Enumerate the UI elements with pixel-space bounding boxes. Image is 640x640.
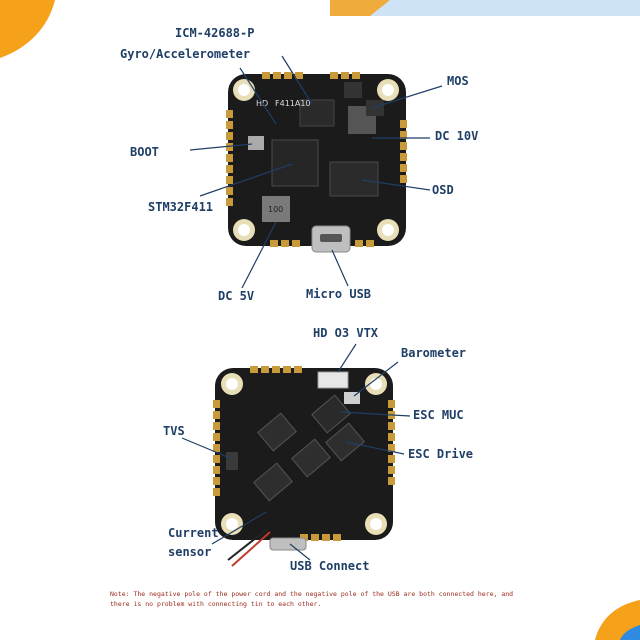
silk-hd: HD [256, 99, 268, 108]
label-mos: MOS [447, 74, 469, 88]
leader-current [211, 511, 267, 545]
bottom-board-components [226, 371, 365, 567]
label-usb: Micro USB [306, 287, 372, 301]
label-osd: OSD [432, 183, 454, 197]
label-esc-drive: ESC Drive [408, 447, 474, 461]
esc-mcu-chip [311, 394, 351, 434]
top-board-components [248, 82, 384, 253]
leader-mcu [199, 163, 293, 197]
usb-port-slot [320, 234, 342, 242]
label-dc10v: DC 10V [435, 129, 479, 143]
blue-bottom-corner [620, 625, 640, 640]
dc5v-inductor [262, 196, 290, 222]
label-gyro: Gyro/Accelerometer [120, 47, 251, 61]
imu-chip [299, 99, 335, 127]
label-tvs: TVS [163, 424, 185, 438]
label-baro: Barometer [401, 346, 467, 360]
esc-driver-3 [253, 462, 293, 502]
leader-esc-drive [345, 441, 405, 455]
silk-inductor: 100 [268, 205, 283, 214]
label-dc5v: DC 5V [218, 289, 255, 303]
leader-usb-connect [289, 543, 311, 561]
leader-baro [353, 361, 399, 397]
leader-vtx [337, 343, 357, 373]
label-esc-mcu: ESC MUC [413, 408, 464, 422]
top-leader-lines [189, 55, 443, 289]
label-usb-connect: USB Connect [290, 559, 370, 573]
top-board-pads [226, 72, 407, 247]
blue-header-band [330, 0, 640, 16]
orange-bottom-corner [595, 600, 640, 640]
bottom-board [213, 366, 395, 567]
top-board: HD F411A10 100 [226, 72, 407, 253]
vtx-connector [317, 371, 349, 389]
usb-connector [269, 537, 307, 551]
label-boot: BOOT [130, 145, 159, 159]
label-mcu: STM32F411 [148, 200, 214, 214]
mos-chip-1 [344, 82, 362, 98]
leader-usb [331, 249, 349, 287]
mos-chip-2 [366, 100, 384, 116]
bottom-leader-lines [181, 343, 411, 561]
tvs-diode [226, 452, 238, 470]
top-board-mount-holes [233, 79, 399, 241]
leader-tvs [181, 437, 231, 459]
leader-mos [371, 85, 443, 109]
silk-model: F411A10 [275, 99, 311, 108]
label-imu: ICM-42688-P [175, 26, 255, 40]
boot-button [248, 136, 264, 150]
orange-header-accent [330, 0, 390, 16]
leader-esc-mcu [339, 411, 411, 417]
leader-gyro [239, 67, 277, 125]
leader-boot [189, 143, 253, 151]
label-current-1: Current [168, 526, 219, 540]
leader-dc5v [241, 221, 277, 289]
leader-osd [361, 179, 431, 191]
power-wire-black [227, 529, 267, 561]
bottom-board-mount-holes [221, 373, 387, 535]
esc-driver-2 [291, 438, 331, 478]
label-current-2: sensor [168, 545, 212, 559]
orange-corner-shape [0, 0, 55, 58]
leader-imu [281, 55, 313, 105]
esc-driver-4 [325, 422, 365, 462]
osd-chip [329, 161, 379, 197]
footnote: Note: The negative pole of the power cor… [110, 590, 514, 608]
mcu-chip [271, 139, 319, 187]
esc-driver-1 [257, 412, 297, 452]
label-vtx: HD O3 VTX [313, 326, 379, 340]
power-wire-red [231, 531, 271, 567]
